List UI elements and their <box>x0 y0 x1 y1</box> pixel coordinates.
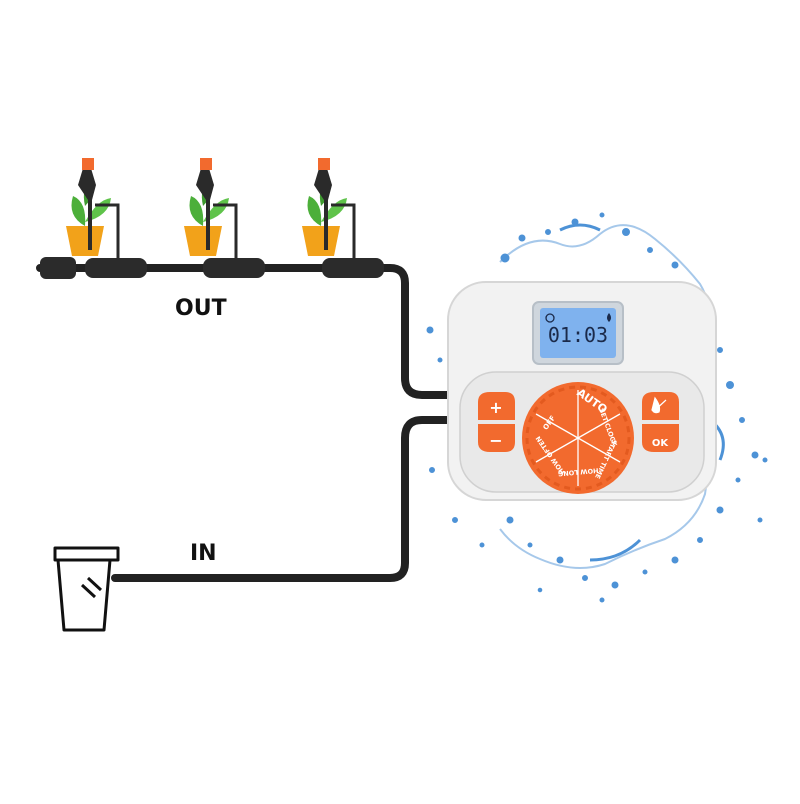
minus-button[interactable]: − <box>478 424 515 452</box>
clock-icon <box>545 313 555 323</box>
ok-button-label: OK <box>652 438 670 449</box>
in-label: IN <box>190 541 217 566</box>
ok-button[interactable]: OK <box>642 424 679 452</box>
water-drop-icon <box>607 313 611 322</box>
plant-2 <box>184 158 238 260</box>
out-pipe <box>36 264 464 399</box>
plant-3 <box>302 158 356 260</box>
pipe-network <box>36 264 464 582</box>
out-label: OUT <box>175 296 227 321</box>
minus-button-label: − <box>489 431 502 450</box>
in-pipe <box>111 416 464 582</box>
manual-water-button[interactable] <box>642 392 679 420</box>
plus-button-label: + <box>489 398 502 417</box>
plus-button[interactable]: + <box>478 392 515 420</box>
no-water-icon <box>651 396 667 414</box>
lcd-time: 01:03 <box>548 323 608 347</box>
faucet-icon <box>53 546 120 632</box>
timer-controller: 01:03 + − OK <box>447 281 717 501</box>
dial-how-long: HOW LONG <box>558 466 599 478</box>
pipe-fittings <box>40 257 384 279</box>
mode-dial[interactable]: AUTO SET CLOCK START TIME HOW LONG HOW O… <box>522 382 634 494</box>
plant-1 <box>66 158 120 260</box>
lcd-display: 01:03 <box>532 301 624 365</box>
